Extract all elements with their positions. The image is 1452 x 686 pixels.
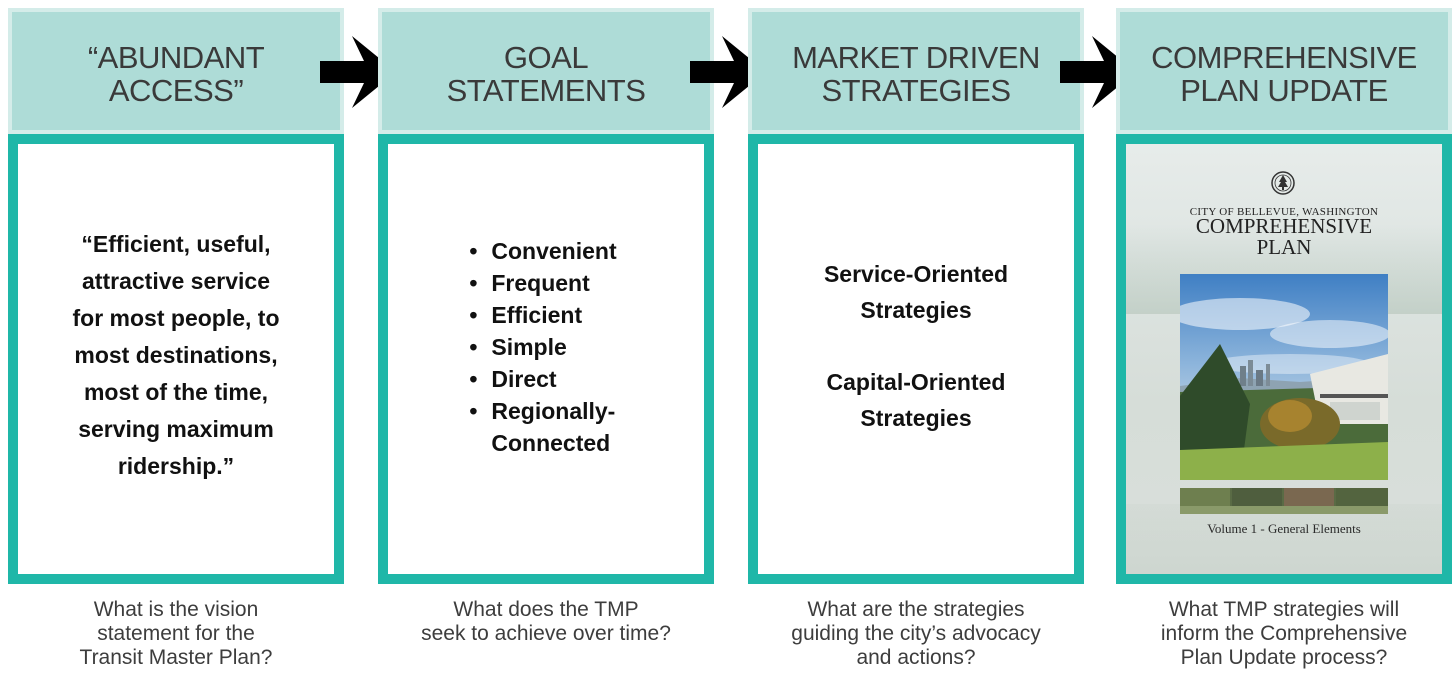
column-header: COMPREHENSIVE PLAN UPDATE [1116,8,1452,134]
column-header: “ABUNDANT ACCESS” [8,8,344,134]
goal-item: Convenient [469,235,616,267]
cover-title: COMPREHENSIVE PLAN [1195,214,1373,259]
goal-item: Efficient [469,299,616,331]
content-box: “Efficient, useful, attractive service f… [8,134,344,584]
column-caption: What is the vision statement for the Tra… [79,598,273,669]
goal-item: Direct [469,363,616,395]
column-caption: What are the strategies guiding the city… [791,598,1041,669]
city-seal-icon [1271,171,1295,195]
column-header: GOAL STATEMENTS [378,8,714,134]
right-arrow-icon [690,36,766,108]
column-header: MARKET DRIVEN STRATEGIES [748,8,1084,134]
cover-photo [1180,274,1388,480]
right-arrow-icon [320,36,396,108]
right-arrow-icon [1060,36,1136,108]
content-box: Service-Oriented Strategies Capital-Orie… [748,134,1084,584]
cover-volume: Volume 1 - General Elements [1207,521,1361,536]
column-header-title: COMPREHENSIVE PLAN UPDATE [1151,39,1417,108]
column-caption: What TMP strategies will inform the Comp… [1160,598,1408,669]
content-box: CITY OF BELLEVUE, WASHINGTON COMPREHENSI… [1116,134,1452,584]
column-market-driven-strategies: MARKET DRIVEN STRATEGIES Service-Oriente… [748,8,1084,684]
cover-photo-strip [1180,488,1388,514]
strategy-item: Service-Oriented Strategies [823,261,1009,323]
column-goal-statements: GOAL STATEMENTS Convenient Frequent Effi… [378,8,714,684]
vision-quote: “Efficient, useful, attractive service f… [72,230,280,479]
strategy-list: Service-Oriented Strategies Capital-Orie… [824,256,1008,436]
column-comprehensive-plan-update: COMPREHENSIVE PLAN UPDATE CITY OF BELLEV… [1116,8,1452,684]
column-caption: What does the TMP seek to achieve over t… [421,598,671,645]
plan-cover-image: CITY OF BELLEVUE, WASHINGTON COMPREHENSI… [1126,144,1442,574]
strategy-item: Capital-Oriented Strategies [826,369,1006,431]
content-box: Convenient Frequent Efficient Simple Dir… [378,134,714,584]
goal-list: Convenient Frequent Efficient Simple Dir… [469,235,616,459]
column-header-title: “ABUNDANT ACCESS” [87,39,265,108]
cover-subtitle: CITY OF BELLEVUE, WASHINGTON [1189,206,1379,218]
goal-item: Frequent [469,267,616,299]
goal-item: Simple [469,331,616,363]
column-header-title: MARKET DRIVEN STRATEGIES [792,39,1040,108]
goal-item: Regionally- Connected [469,395,616,459]
column-abundant-access: “ABUNDANT ACCESS” “Efficient, useful, at… [8,8,344,684]
column-header-title: GOAL STATEMENTS [446,39,646,108]
